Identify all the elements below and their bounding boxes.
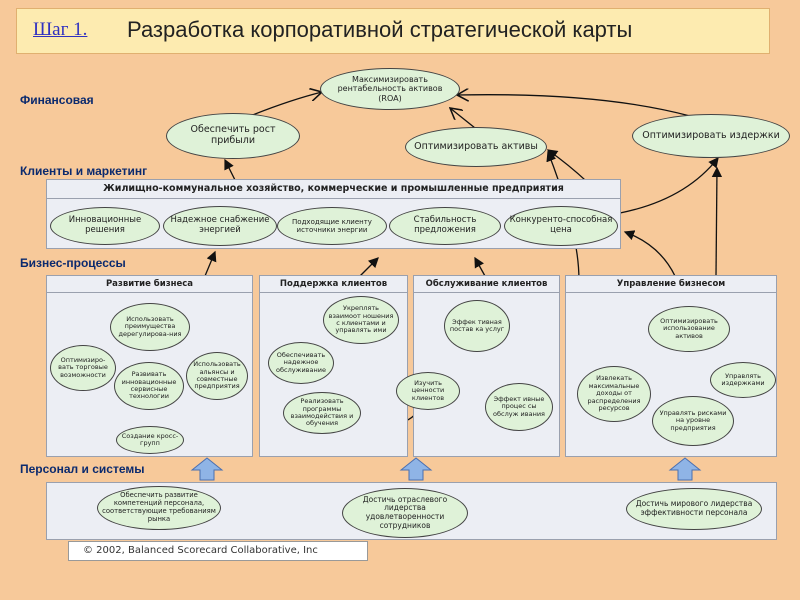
panel-header: Управление бизнесом: [566, 276, 776, 293]
title-box: Шаг 1. Разработка корпоративной стратеги…: [16, 8, 770, 54]
page-title: Разработка корпоративной стратегической …: [127, 17, 633, 42]
process-objective[interactable]: Использовать преимущества дерегулирова-н…: [110, 303, 190, 351]
process-objective[interactable]: Эффект ивные процес сы обслуж ивания: [485, 383, 553, 431]
panel-header: Поддержка клиентов: [260, 276, 407, 293]
objective-growth[interactable]: Обеспечить рост прибыли: [166, 113, 300, 159]
section-people: Персонал и системы: [20, 462, 145, 476]
customer-objective[interactable]: Стабильность предложения: [389, 207, 501, 245]
process-objective[interactable]: Обеспечивать надежное обслуживание: [268, 342, 334, 384]
arrow-growth-roa: [249, 92, 322, 117]
section-financial: Финансовая: [20, 93, 94, 107]
process-objective[interactable]: Изучить ценности клиентов: [396, 372, 460, 410]
panel-header: Развитие бизнеса: [47, 276, 252, 293]
process-objective[interactable]: Развивать инновационные сервисные технол…: [114, 362, 184, 410]
people-objective[interactable]: Достичь мирового лидерства эффективности…: [626, 488, 762, 530]
section-customers: Клиенты и маркетинг: [20, 164, 148, 178]
objective-costs[interactable]: Оптимизировать издержки: [632, 114, 790, 158]
process-objective[interactable]: Управлять издержками: [710, 362, 776, 398]
arrow-assets-roa: [450, 108, 476, 129]
arrow-cust-growth: [224, 158, 236, 181]
customer-objective[interactable]: Конкуренто-способная цена: [504, 206, 618, 246]
process-objective[interactable]: Управлять рисками на уровне предприятия: [652, 396, 734, 446]
people-objective[interactable]: Достичь отраслевого лидерства удовлетвор…: [342, 488, 468, 538]
customers-header: Жилищно-коммунальное хозяйство, коммерче…: [47, 180, 620, 199]
process-objective[interactable]: Оптимизиро-вать торговые возможности: [50, 345, 116, 391]
process-objective[interactable]: Извлекать максимальные доходы от распред…: [577, 366, 651, 422]
people-objective[interactable]: Обеспечить развитие компетенций персонал…: [97, 486, 221, 530]
up-arrow-icon: [399, 457, 433, 481]
process-objective[interactable]: Оптимизировать использование активов: [648, 306, 730, 352]
title-step[interactable]: Шаг 1.: [33, 19, 88, 40]
process-objective[interactable]: Реализовать программы взаимодействия и о…: [283, 392, 361, 434]
arrow-costs-roa: [457, 95, 691, 117]
process-objective[interactable]: Создание кросс-групп: [116, 426, 184, 454]
arrow-cust-costs: [619, 156, 719, 214]
process-objective[interactable]: Использовать альянсы и совместные предпр…: [186, 352, 248, 400]
customer-objective[interactable]: Подходящие клиенту источники энергии: [277, 207, 387, 245]
objective-assets[interactable]: Оптимизировать активы: [405, 127, 547, 167]
copyright-notice: © 2002, Balanced Scorecard Collaborative…: [68, 541, 368, 561]
panel-header: Обслуживание клиентов: [414, 276, 559, 293]
objective-roa[interactable]: Максимизировать рентабельность активов (…: [320, 68, 460, 110]
process-objective[interactable]: Эффек тивная постав ка услуг: [444, 300, 510, 352]
customer-objective[interactable]: Инновационные решения: [50, 207, 160, 245]
customer-objective[interactable]: Надежное снабжение энергией: [163, 206, 277, 246]
up-arrow-icon: [668, 457, 702, 481]
up-arrow-icon: [190, 457, 224, 481]
section-processes: Бизнес-процессы: [20, 256, 126, 270]
process-objective[interactable]: Укреплять взаимоот ношения с клиентами и…: [323, 296, 399, 344]
